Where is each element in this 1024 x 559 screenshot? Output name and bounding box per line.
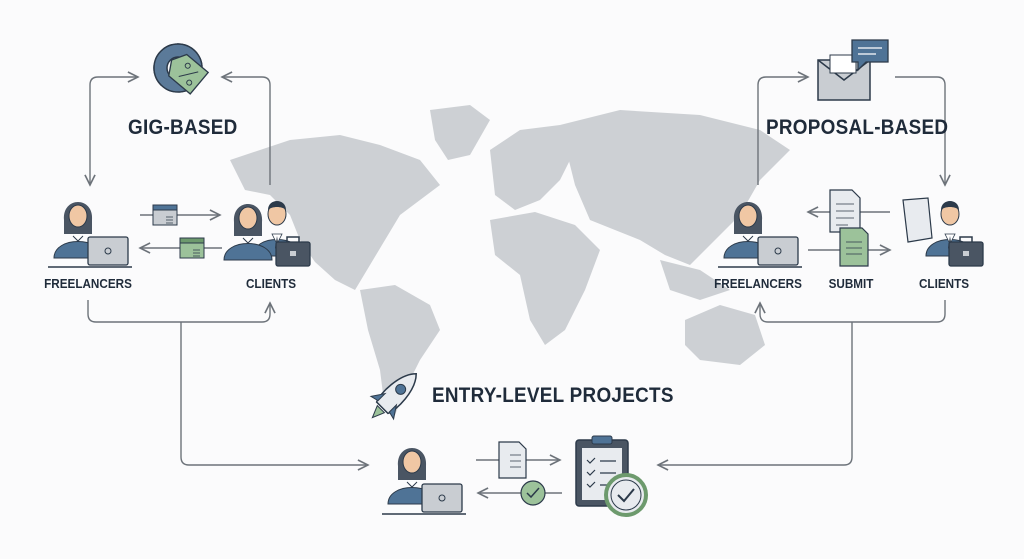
checklist-document-icon bbox=[498, 441, 527, 479]
proposal-freelancers-label: FREELANCERS bbox=[714, 276, 802, 291]
gig-bottom-bracket bbox=[87, 300, 270, 323]
proposal-arrow-clients-down bbox=[895, 76, 945, 185]
europe bbox=[490, 125, 575, 210]
check-circle-icon bbox=[520, 480, 546, 506]
submit-document-icon bbox=[839, 227, 869, 267]
proposal-clients-icon bbox=[902, 197, 984, 267]
proposal-to-entry-arrow bbox=[658, 322, 853, 465]
africa bbox=[490, 212, 600, 345]
proposal-based-title: PROPOSAL-BASED bbox=[766, 116, 949, 139]
gig-document-icon bbox=[152, 204, 178, 226]
gig-freelancer-icon bbox=[47, 201, 133, 268]
entry-freelancer-icon bbox=[381, 447, 467, 515]
proposal-arrow-freelancer-up bbox=[757, 77, 808, 185]
gig-based-title: GIG-BASED bbox=[128, 116, 238, 139]
proposal-bottom-bracket bbox=[760, 300, 946, 323]
southeast-asia bbox=[660, 260, 730, 300]
north-america bbox=[230, 135, 440, 290]
south-america bbox=[360, 285, 440, 415]
world-map bbox=[230, 105, 790, 415]
gig-green-document-icon bbox=[179, 237, 205, 259]
gig-arrow-clients-up bbox=[222, 77, 271, 185]
proposal-document-icon bbox=[829, 189, 861, 233]
entry-level-title: ENTRY-LEVEL PROJECTS bbox=[432, 384, 674, 407]
envelope-message-icon bbox=[817, 39, 889, 101]
proposal-clients-label: CLIENTS bbox=[918, 276, 970, 291]
asia bbox=[560, 110, 790, 265]
gear-price-tag-icon bbox=[153, 43, 210, 95]
gig-freelancers-label: FREELANCERS bbox=[44, 276, 132, 291]
gig-arrow-freelancer-up bbox=[90, 77, 138, 185]
rocket-icon bbox=[369, 373, 417, 421]
gig-clients-label: CLIENTS bbox=[245, 276, 297, 291]
clipboard-approved-icon bbox=[575, 435, 648, 517]
greenland bbox=[430, 105, 490, 160]
submit-label: SUBMIT bbox=[828, 276, 874, 291]
gig-to-entry-arrow bbox=[180, 322, 368, 465]
australia bbox=[685, 305, 765, 365]
